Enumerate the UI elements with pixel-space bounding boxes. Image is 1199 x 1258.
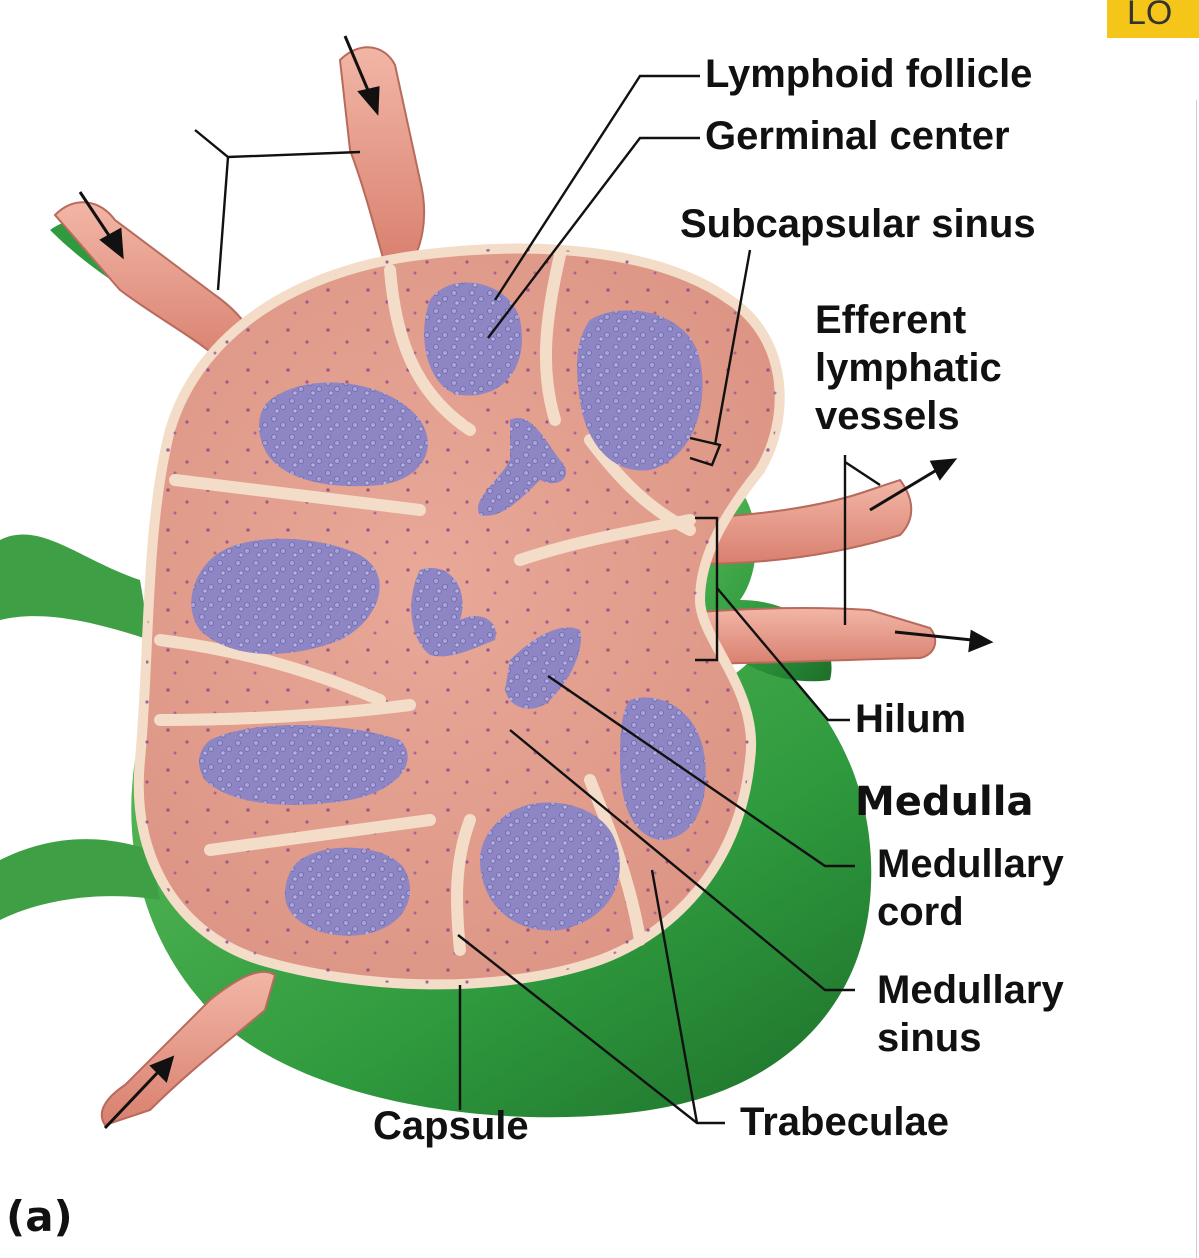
label-efferent-lymphatic-vessels: Efferent lymphatic vessels [815, 298, 1002, 438]
panel-tag: (a) [6, 1192, 73, 1241]
label-subcapsular-sinus: Subcapsular sinus [680, 202, 1036, 246]
label-medullary-sinus: Medullary sinus [877, 968, 1064, 1060]
label-capsule: Capsule [373, 1104, 529, 1148]
leader-germinal-center [487, 136, 700, 339]
flow-arrows [78, 35, 994, 1130]
label-hilum: Hilum [855, 697, 967, 741]
lymphoid-follicles [191, 282, 706, 936]
leader-subcapsular-sinus [713, 249, 752, 446]
leader-medullary-sinus [509, 729, 855, 992]
leader-afferent-2 [216, 156, 230, 291]
corner-tag: LO [1107, 0, 1199, 38]
leader-medullary-cord [547, 675, 855, 868]
label-medullary-cord: Medullary cord [877, 842, 1064, 934]
leader-hilum [716, 587, 850, 722]
leader-lymphoid-follicle [493, 74, 700, 301]
trabeculae-lines [154, 249, 696, 956]
label-lymphoid-follicle: Lymphoid follicle [705, 52, 1033, 96]
bracket-subcapsular-sinus [689, 436, 722, 467]
leader-trabeculae-2 [650, 869, 699, 1124]
leader-efferent-branch [844, 460, 881, 487]
leader-lines [194, 74, 881, 1125]
page-edge-divider [1196, 100, 1197, 1258]
medullary-cords [411, 418, 581, 709]
corner-tag-text: LO [1127, 0, 1173, 32]
label-medulla: Medulla [855, 779, 1034, 825]
label-germinal-center: Germinal center [705, 114, 1010, 158]
label-trabeculae: Trabeculae [740, 1100, 950, 1144]
leader-afferent-1 [194, 129, 361, 159]
